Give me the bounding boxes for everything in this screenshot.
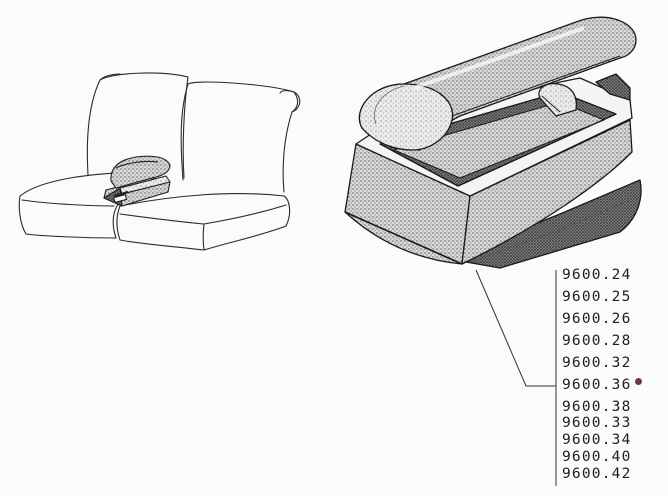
part-number-item: 9600.24 (562, 267, 632, 283)
part-number-item: 9600.32 (562, 355, 632, 371)
armrest-box-detail (344, 16, 642, 269)
part-number-code: 9600.24 (562, 267, 632, 283)
part-number-code: 9600.28 (562, 333, 632, 349)
part-number-item: 9600.25 (562, 289, 632, 305)
part-number-code: 9600.33 (562, 415, 632, 431)
part-number-item: 9600.40 (562, 449, 632, 465)
small-armrest-box (103, 155, 171, 207)
part-number-item: 9600.42 (562, 466, 632, 482)
part-number-item: 9600.33 (562, 415, 632, 431)
part-number-code: 9600.40 (562, 449, 632, 465)
part-number-item: 9600.28 (562, 333, 632, 349)
part-number-code: 9600.38 (562, 399, 632, 415)
part-number-item: 9600.34 (562, 432, 632, 448)
part-number-code: 9600.32 (562, 355, 632, 371)
part-number-item: 9600.26 (562, 311, 632, 327)
part-number-code: 9600.34 (562, 432, 632, 448)
marker-dot-icon (634, 378, 642, 385)
bench-seat-drawing (18, 72, 301, 251)
part-number-code: 9600.42 (562, 466, 632, 482)
leader-line (475, 269, 557, 486)
part-number-code: 9600.26 (562, 311, 632, 327)
part-number-item: 9600.38 (562, 399, 632, 415)
part-number-item: 9600.36 (562, 378, 642, 392)
part-number-code: 9600.25 (562, 289, 632, 305)
part-number-code: 9600.36 (562, 377, 632, 393)
